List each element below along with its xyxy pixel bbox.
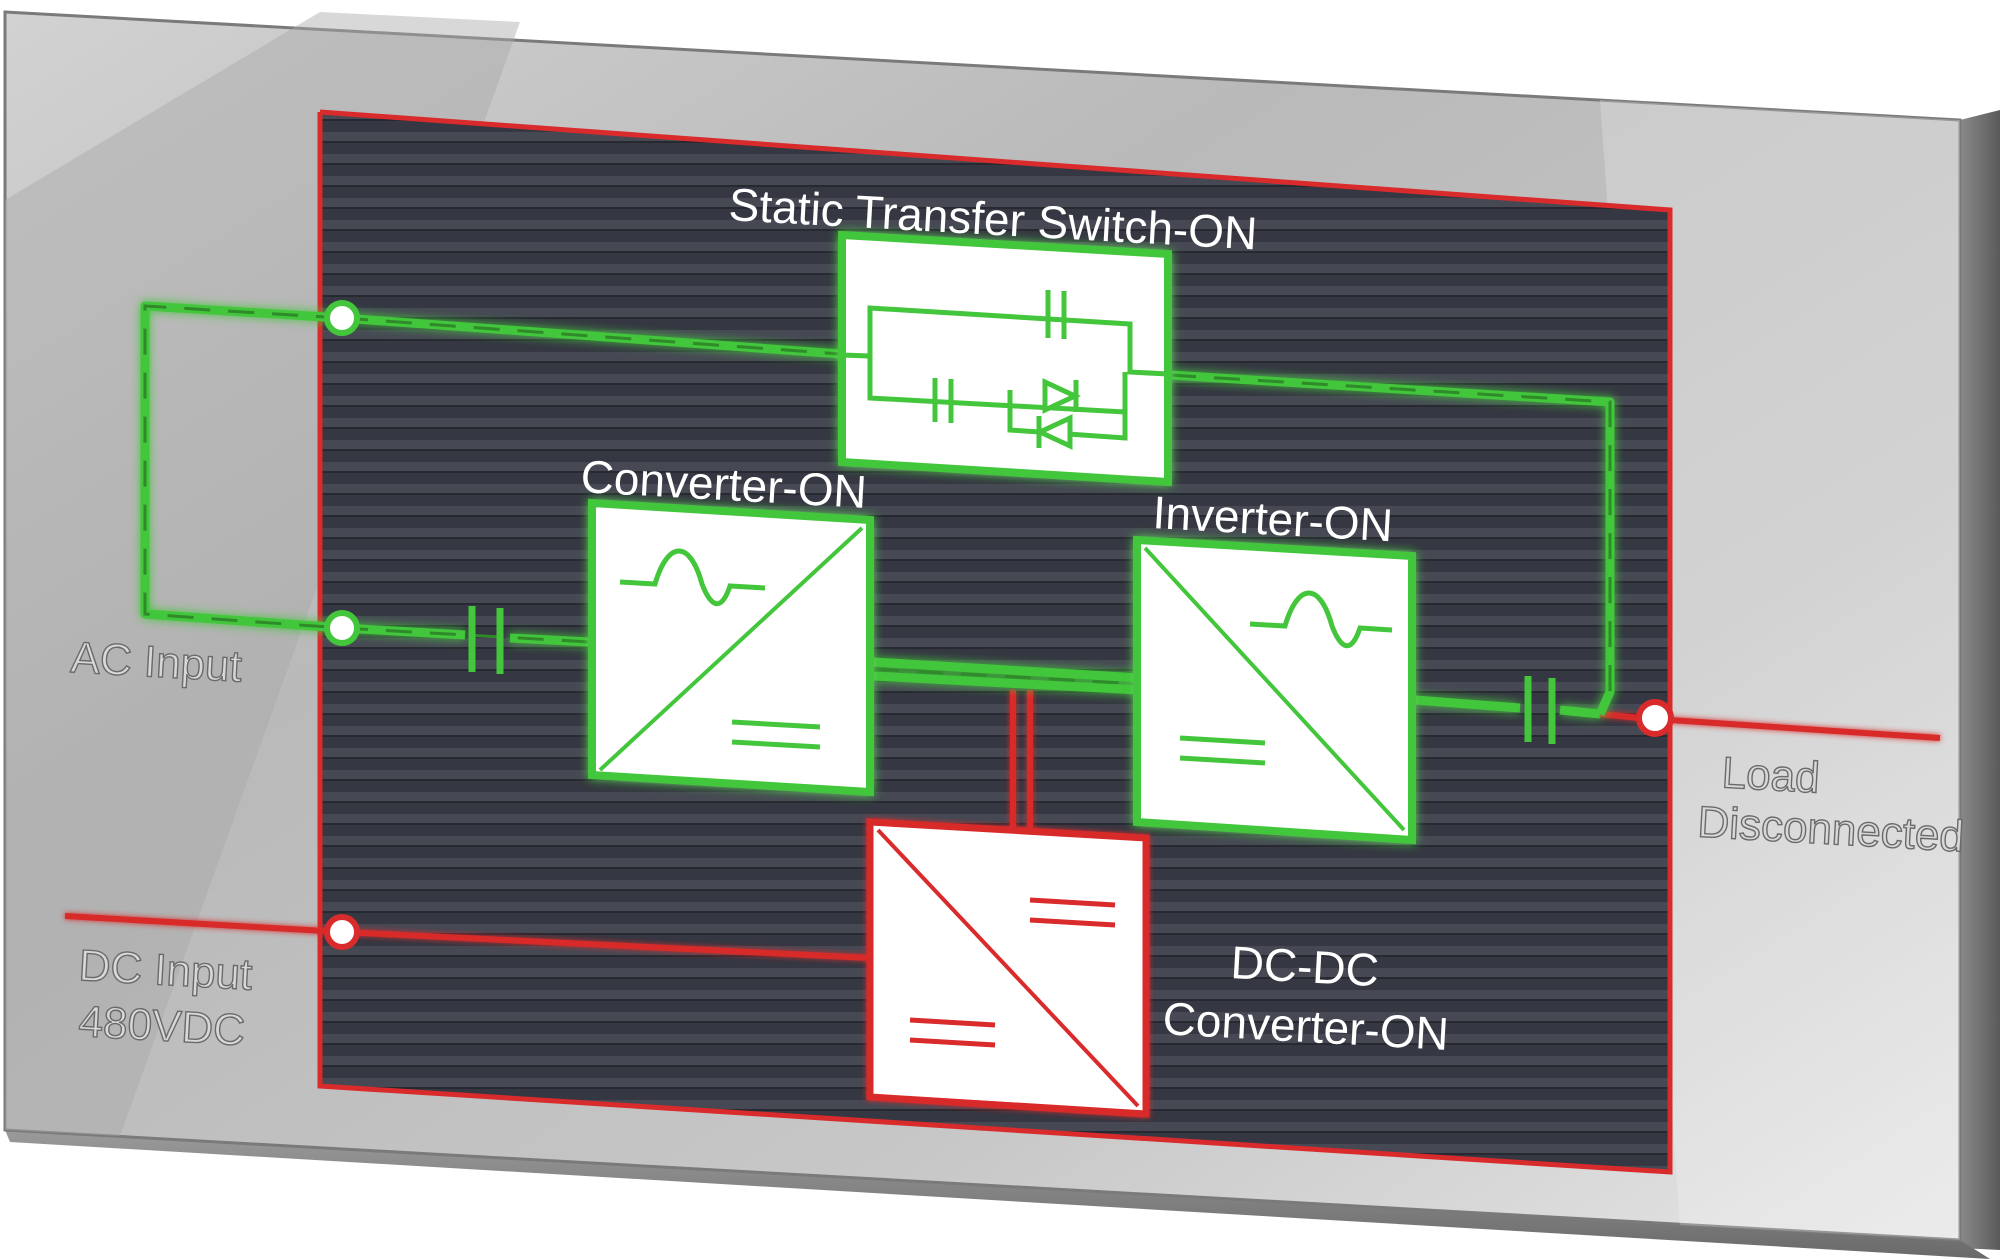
dc-input-bus — [341, 929, 871, 961]
dc-symbol-icon — [1029, 897, 1116, 908]
dc-input-node[interactable] — [324, 914, 360, 950]
thyristor-lower-icon — [1034, 414, 1073, 450]
dc-input-wiring — [64, 690, 1941, 961]
load-label-line1: Load — [1721, 748, 1821, 802]
bypass-to-sts — [341, 313, 856, 360]
dc-input-line-outside — [64, 913, 343, 935]
dcdc-converter-block[interactable] — [866, 818, 1150, 1118]
ac-input-label: AC Input — [69, 633, 243, 691]
dc-symbol-icon — [1179, 735, 1266, 746]
output-breaker-right — [1559, 705, 1601, 719]
dcdc-label-line1: DC-DC — [1229, 936, 1380, 996]
dc-symbol-icon — [731, 719, 821, 730]
dc-bus-upper — [872, 657, 1141, 683]
panel-highlight — [1600, 100, 1960, 1240]
inverter-diagonal — [1143, 546, 1406, 832]
converter-block[interactable] — [588, 498, 874, 797]
load-output-node[interactable] — [1636, 699, 1674, 737]
panel-bottom-edge — [5, 1130, 1990, 1259]
load-output-line — [1639, 715, 1941, 741]
circuit-board-shade — [320, 112, 1670, 1172]
sts-circuit — [841, 290, 1169, 450]
ac-wave-icon — [1249, 590, 1393, 649]
ac-wave-icon — [619, 548, 766, 607]
thyristor-upper-icon — [1042, 378, 1081, 414]
panel-right-edge — [1960, 110, 2000, 1250]
input-breaker[interactable] — [468, 606, 504, 674]
dc-bus-lower — [872, 671, 1141, 695]
ac-input-node[interactable] — [324, 610, 360, 646]
bypass-input-node[interactable] — [324, 300, 360, 336]
power-flow-dashes — [143, 304, 1612, 692]
circuit-board-border — [317, 109, 1673, 1175]
dc-input-label-line2: 480VDC — [77, 997, 246, 1055]
sts-box — [838, 230, 1172, 487]
load-segment-inside — [1599, 711, 1641, 721]
inverter-block[interactable] — [1133, 535, 1416, 845]
inverter-to-output — [1414, 695, 1521, 713]
circuit-board-area — [320, 112, 1670, 1172]
output-breaker[interactable] — [1524, 676, 1556, 744]
dc-symbol-icon — [909, 1017, 996, 1028]
dc-input-label-line1: DC Input — [77, 941, 253, 1000]
converter-diagonal — [598, 526, 864, 772]
dcdc-diagonal — [876, 828, 1140, 1108]
static-transfer-switch-block[interactable] — [838, 230, 1172, 487]
